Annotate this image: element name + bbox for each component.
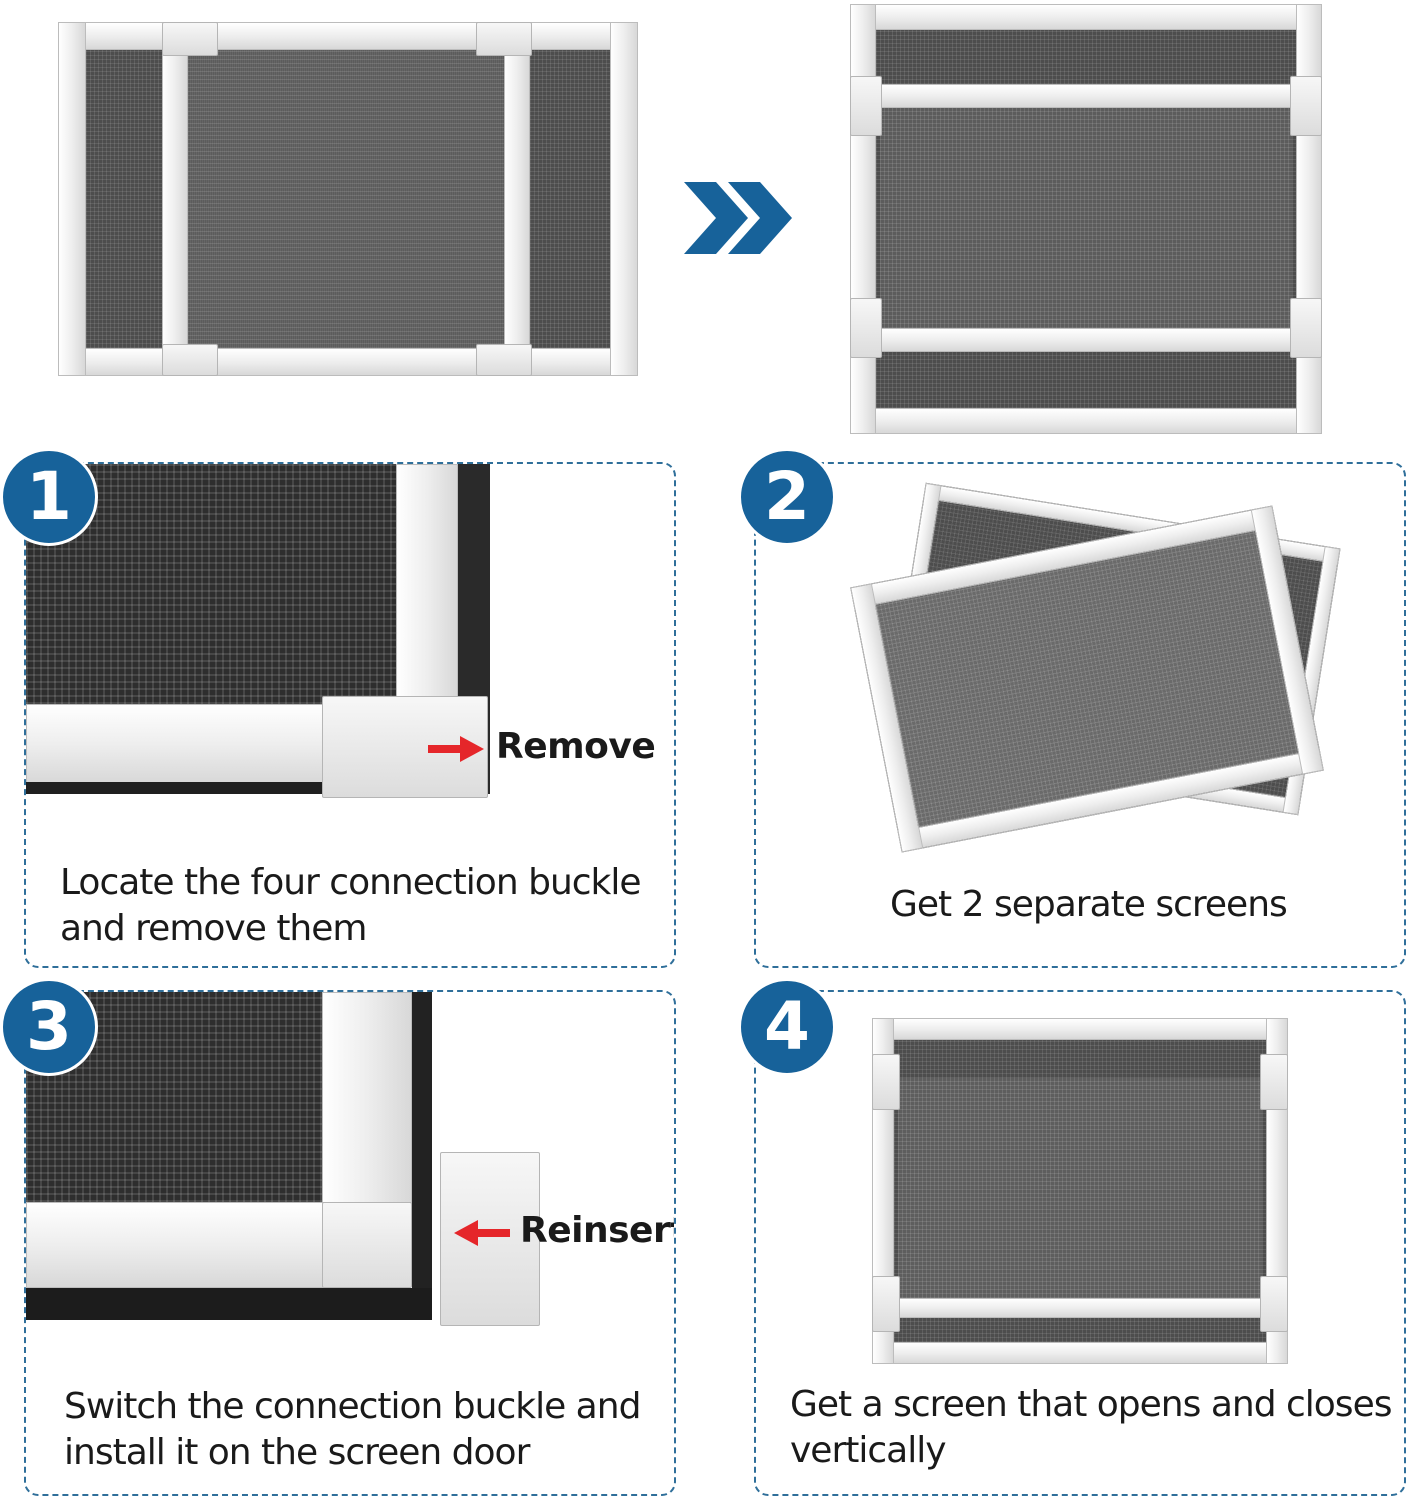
step-4-caption-line-2: vertically [790, 1430, 947, 1471]
step-3-caption: Switch the connection buckle and install… [64, 1384, 641, 1476]
step-4-badge: 4 [738, 978, 836, 1076]
step-3-caption-line-2: install it on the screen door [64, 1432, 530, 1473]
step-3-badge: 3 [0, 978, 98, 1076]
double-chevron-right-icon [684, 182, 792, 254]
step-1-caption: Locate the four connection buckle and re… [60, 860, 642, 952]
step-1-caption-line-1: Locate the four connection buckle [60, 862, 642, 903]
separate-screens-image [850, 474, 1341, 864]
red-arrow-icon [428, 736, 484, 762]
step-2-caption-line-1: Get 2 separate screens [890, 884, 1288, 925]
buckle-closeup-image [26, 464, 496, 798]
horizontal-screen-illustration [58, 22, 638, 376]
vertical-screen-result-image [872, 1018, 1288, 1364]
red-arrow-icon [454, 1220, 510, 1246]
step-1-caption-line-2: and remove them [60, 908, 367, 949]
step-2-badge: 2 [738, 448, 836, 546]
step-2-panel: Get 2 separate screens [754, 462, 1406, 968]
reinsert-closeup-image [26, 992, 556, 1332]
step-2-caption: Get 2 separate screens [890, 882, 1288, 928]
step-4-panel: Get a screen that opens and closes verti… [754, 990, 1406, 1496]
step-4-caption: Get a screen that opens and closes verti… [790, 1382, 1392, 1474]
vertical-screen-illustration [850, 4, 1322, 434]
remove-callout-label: Remove [496, 726, 656, 767]
step-4-caption-line-1: Get a screen that opens and closes [790, 1384, 1392, 1425]
reinsert-callout-label: Reinsert [520, 1210, 676, 1251]
step-3-panel: Reinsert Switch the connection buckle an… [24, 990, 676, 1496]
step-3-caption-line-1: Switch the connection buckle and [64, 1386, 641, 1427]
step-1-panel: Remove Locate the four connection buckle… [24, 462, 676, 968]
step-1-badge: 1 [0, 448, 98, 546]
